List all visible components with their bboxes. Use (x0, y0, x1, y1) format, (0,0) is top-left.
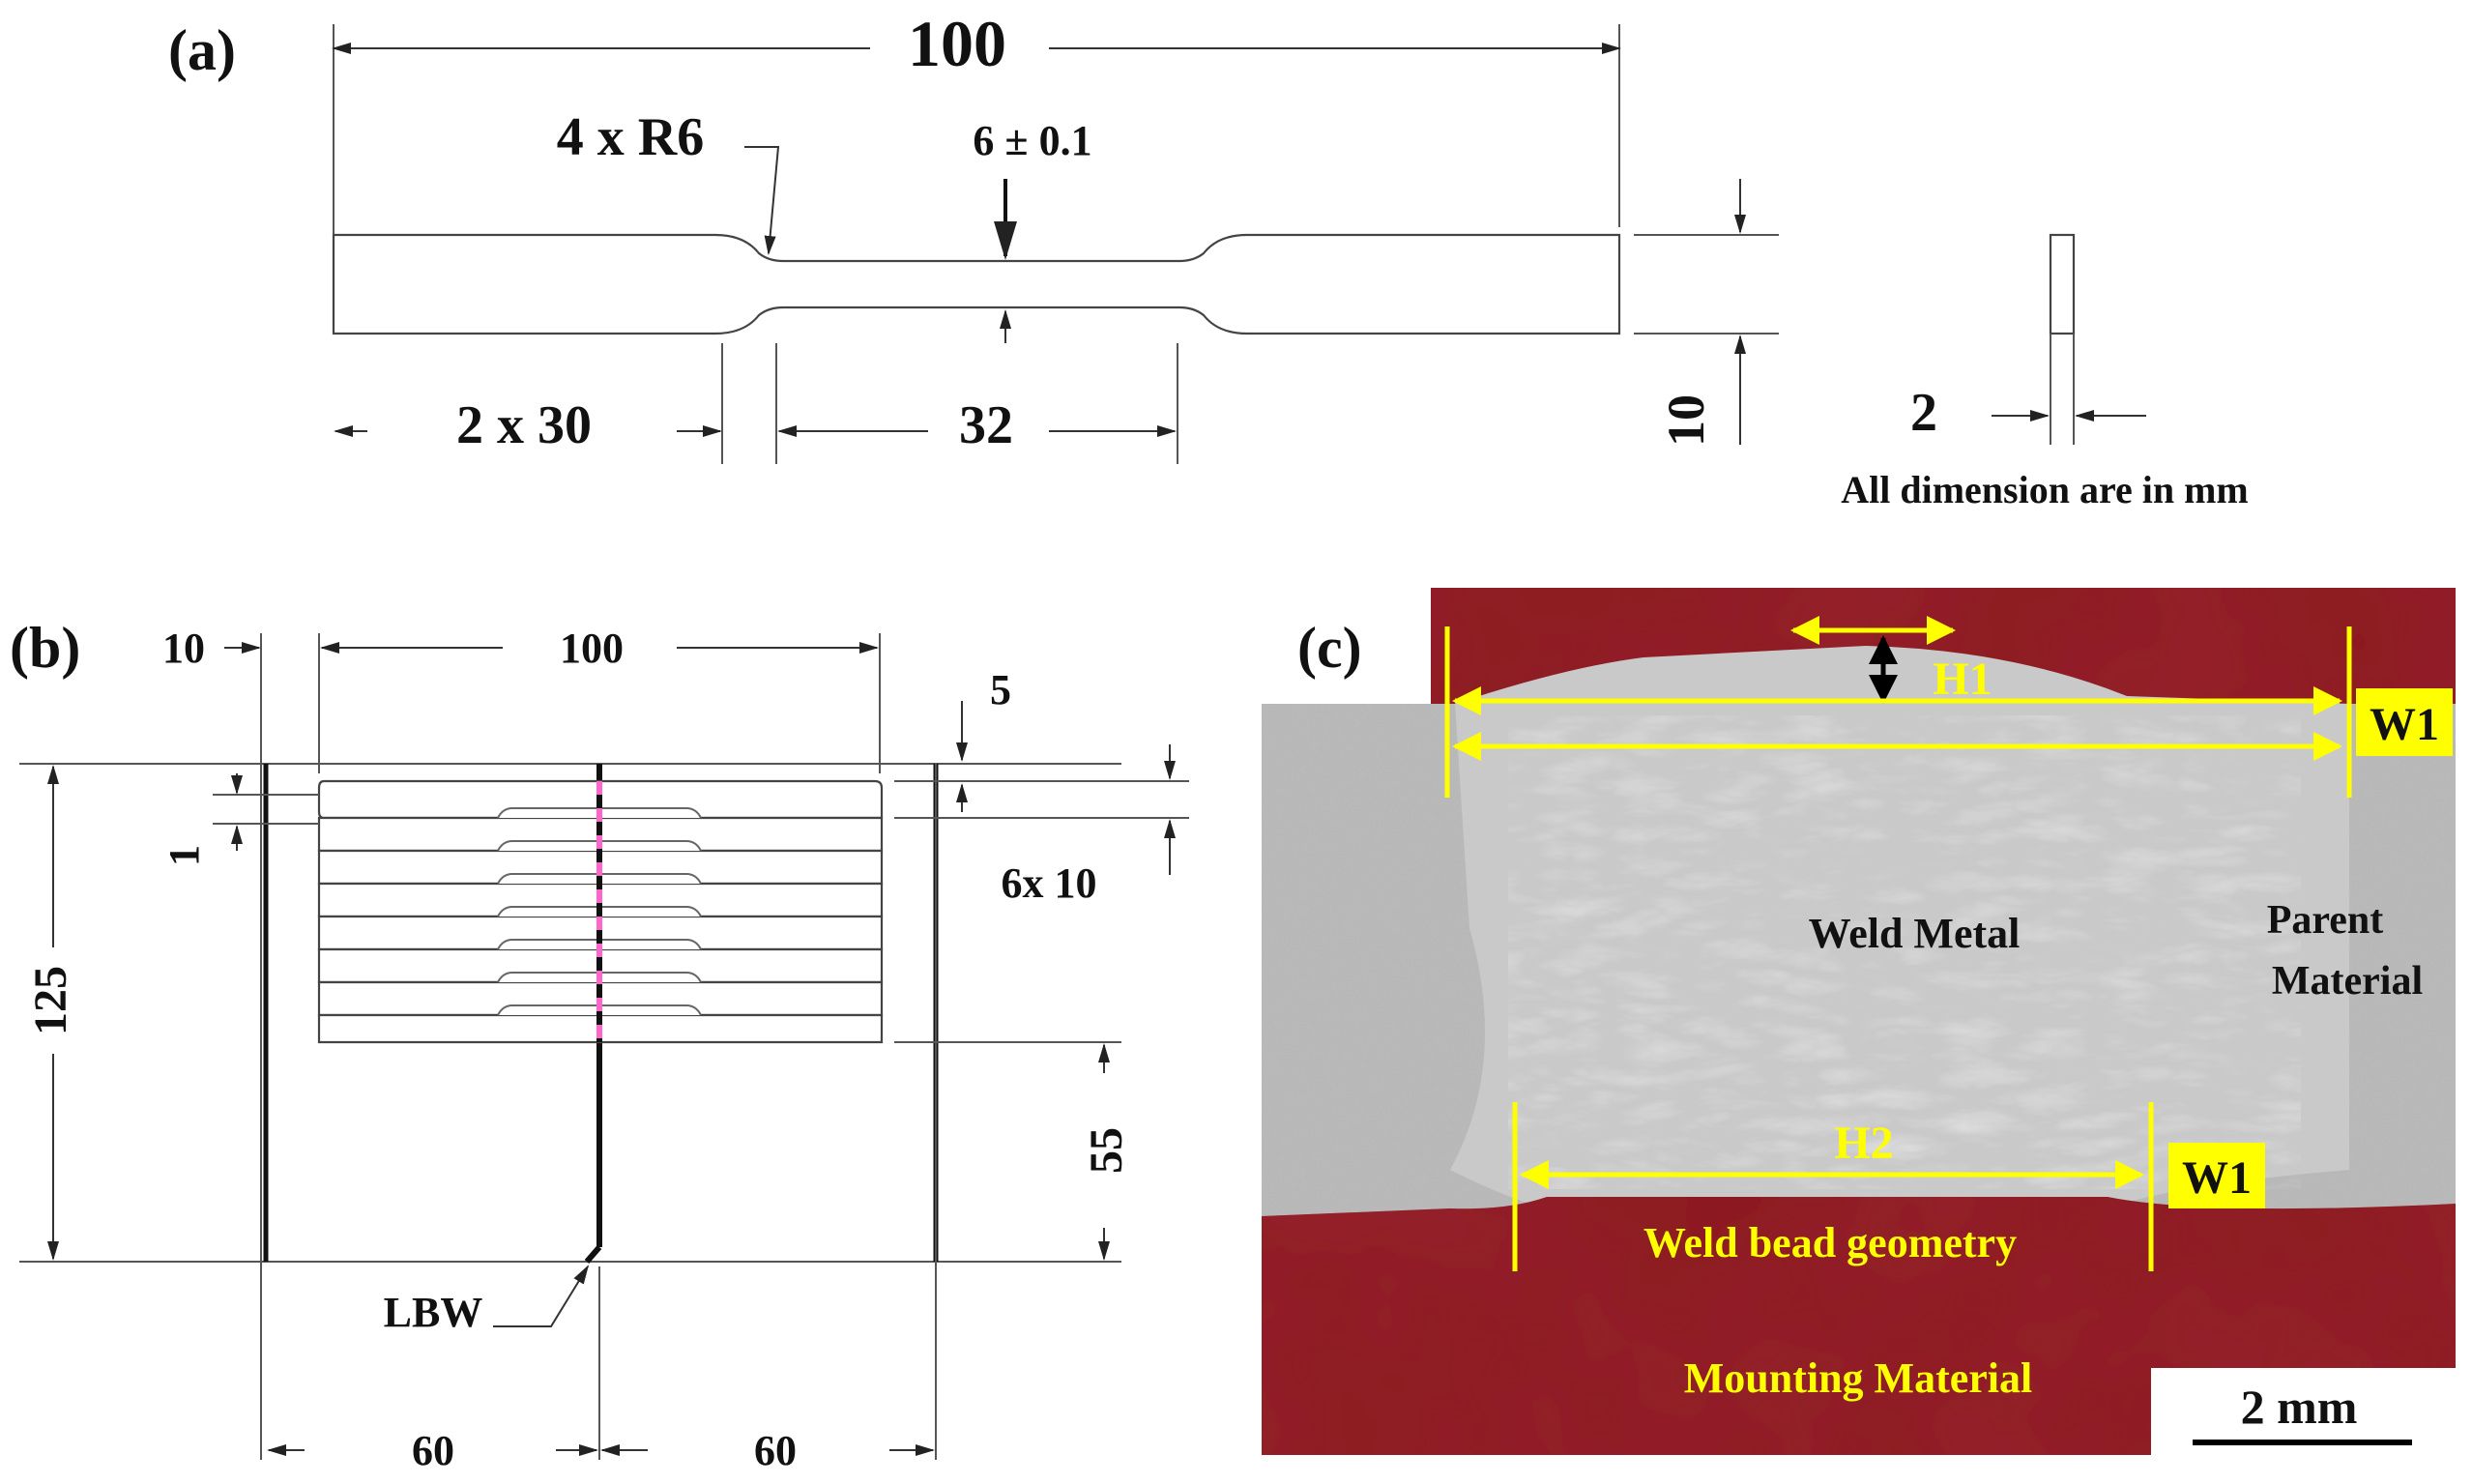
c-w1-bottom-box (2168, 1143, 2265, 1208)
c-scale-label: 2 mm (2241, 1380, 2358, 1434)
b-weld-leader (493, 1265, 590, 1327)
c-weld-metal-label: Weld Metal (1809, 910, 2021, 957)
panel-c-label: (c) (1297, 616, 1362, 680)
b-half-width-left: 60 (412, 1427, 454, 1474)
b-weld-label: LBW (384, 1289, 483, 1336)
c-w1-bottom-label: W1 (2182, 1152, 2252, 1204)
panel-b: (b) 10 100 (10, 616, 1189, 1474)
b-spacing: 1 (160, 845, 208, 866)
c-weld-dendrites (1508, 715, 2301, 1189)
a-units-note: All dimension are in mm (1841, 468, 2249, 511)
b-layout-length: 100 (560, 625, 624, 672)
a-overall-length: 100 (908, 7, 1006, 80)
b-half-width-right: 60 (754, 1427, 797, 1474)
b-weld-bend (584, 1245, 602, 1264)
a-grip-length: 2 x 30 (456, 395, 592, 455)
b-left-margin: 10 (162, 625, 205, 672)
c-micrograph (1262, 588, 2460, 1460)
panel-b-label: (b) (10, 616, 80, 680)
c-w1-top-label: W1 (2370, 699, 2439, 750)
panel-c: (c) H1 W1 Weld Metal Parent Material H2 … (1262, 588, 2460, 1460)
a-thickness: 2 (1910, 383, 1937, 443)
a-gauge-length: 32 (959, 395, 1013, 455)
c-parent-label-2: Material (2272, 959, 2423, 1004)
a-grip-width: 10 (1657, 394, 1715, 447)
a-end-view (2049, 233, 2076, 335)
b-specimen-pitch: 6x 10 (1002, 859, 1097, 907)
a-dogbone-specimen (332, 233, 1621, 335)
c-h2-label: H2 (1834, 1118, 1893, 1169)
panel-a-label: (a) (168, 18, 236, 82)
panel-a: (a) 100 4 x R6 6 ± 0.1 2 x 30 32 10 (168, 7, 2249, 511)
a-radius-leader (744, 146, 780, 255)
b-top-margin: 5 (990, 666, 1011, 713)
b-plate-height: 125 (25, 966, 76, 1035)
c-parent-label-1: Parent (2267, 898, 2384, 943)
b-bottom-margin: 55 (1081, 1127, 1132, 1174)
c-bead-geometry-label: Weld bead geometry (1643, 1219, 2017, 1266)
c-mounting-label: Mounting Material (1684, 1354, 2033, 1402)
a-gauge-width: 6 ± 0.1 (973, 117, 1091, 164)
c-h1-label: H1 (1933, 654, 1992, 705)
c-w1-top-box (2356, 688, 2453, 756)
b-specimen-strips (317, 779, 884, 1044)
a-radius-callout: 4 x R6 (557, 107, 704, 167)
